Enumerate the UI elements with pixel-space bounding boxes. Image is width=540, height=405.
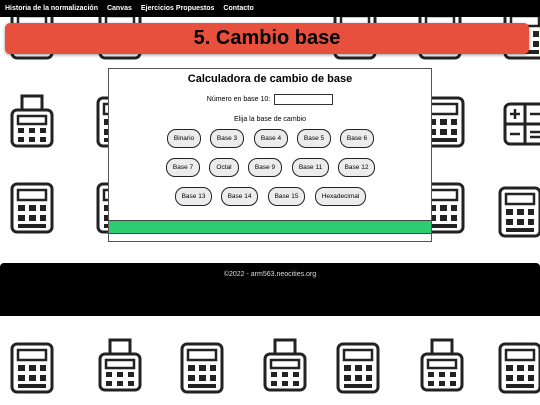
base-7-button[interactable]: Base 7 xyxy=(166,158,200,177)
top-navigation: Historia de la normalización Canvas Ejer… xyxy=(0,0,540,17)
binario-button[interactable]: Binario xyxy=(167,129,201,148)
base-button-row-2: Base 7 Octal Base 9 Base 11 Base 12 xyxy=(109,158,431,178)
number-input-row: Número en base 10: xyxy=(109,94,431,105)
nav-link-historia[interactable]: Historia de la normalización xyxy=(5,5,98,12)
base-13-button[interactable]: Base 13 xyxy=(175,187,212,206)
base-3-button[interactable]: Base 3 xyxy=(210,129,244,148)
base-button-row-3: Base 13 Base 14 Base 15 Hexadecimal xyxy=(109,187,431,207)
nav-link-contacto[interactable]: Contacto xyxy=(223,5,254,12)
page-title: 5. Cambio base xyxy=(193,27,341,49)
base-11-button[interactable]: Base 11 xyxy=(292,158,329,177)
base-12-button[interactable]: Base 12 xyxy=(338,158,375,177)
page-banner: 5. Cambio base xyxy=(5,23,529,54)
footer-copyright: ©2022 - arm563.neocities.org xyxy=(223,271,317,278)
base-button-row-1: Binario Base 3 Base 4 Base 5 Base 6 xyxy=(109,129,431,149)
octal-button[interactable]: Octal xyxy=(209,158,239,177)
base-converter-calculator: Calculadora de cambio de base Número en … xyxy=(108,68,432,242)
base-9-button[interactable]: Base 9 xyxy=(248,158,282,177)
base-14-button[interactable]: Base 14 xyxy=(221,187,258,206)
nav-link-canvas[interactable]: Canvas xyxy=(106,5,132,12)
nav-link-ejercicios[interactable]: Ejercicios Propuestos xyxy=(140,5,215,12)
number-input[interactable] xyxy=(274,94,334,105)
hexadecimal-button[interactable]: Hexadecimal xyxy=(315,187,366,206)
result-bar xyxy=(109,220,431,234)
base-4-button[interactable]: Base 4 xyxy=(254,129,288,148)
choose-base-label: Elija la base de cambio xyxy=(234,116,306,123)
base-6-button[interactable]: Base 6 xyxy=(340,129,374,148)
page-footer: ©2022 - arm563.neocities.org xyxy=(0,263,540,316)
calculator-title: Calculadora de cambio de base xyxy=(187,73,353,85)
base-5-button[interactable]: Base 5 xyxy=(297,129,331,148)
number-input-label: Número en base 10: xyxy=(206,96,271,103)
base-15-button[interactable]: Base 15 xyxy=(268,187,305,206)
